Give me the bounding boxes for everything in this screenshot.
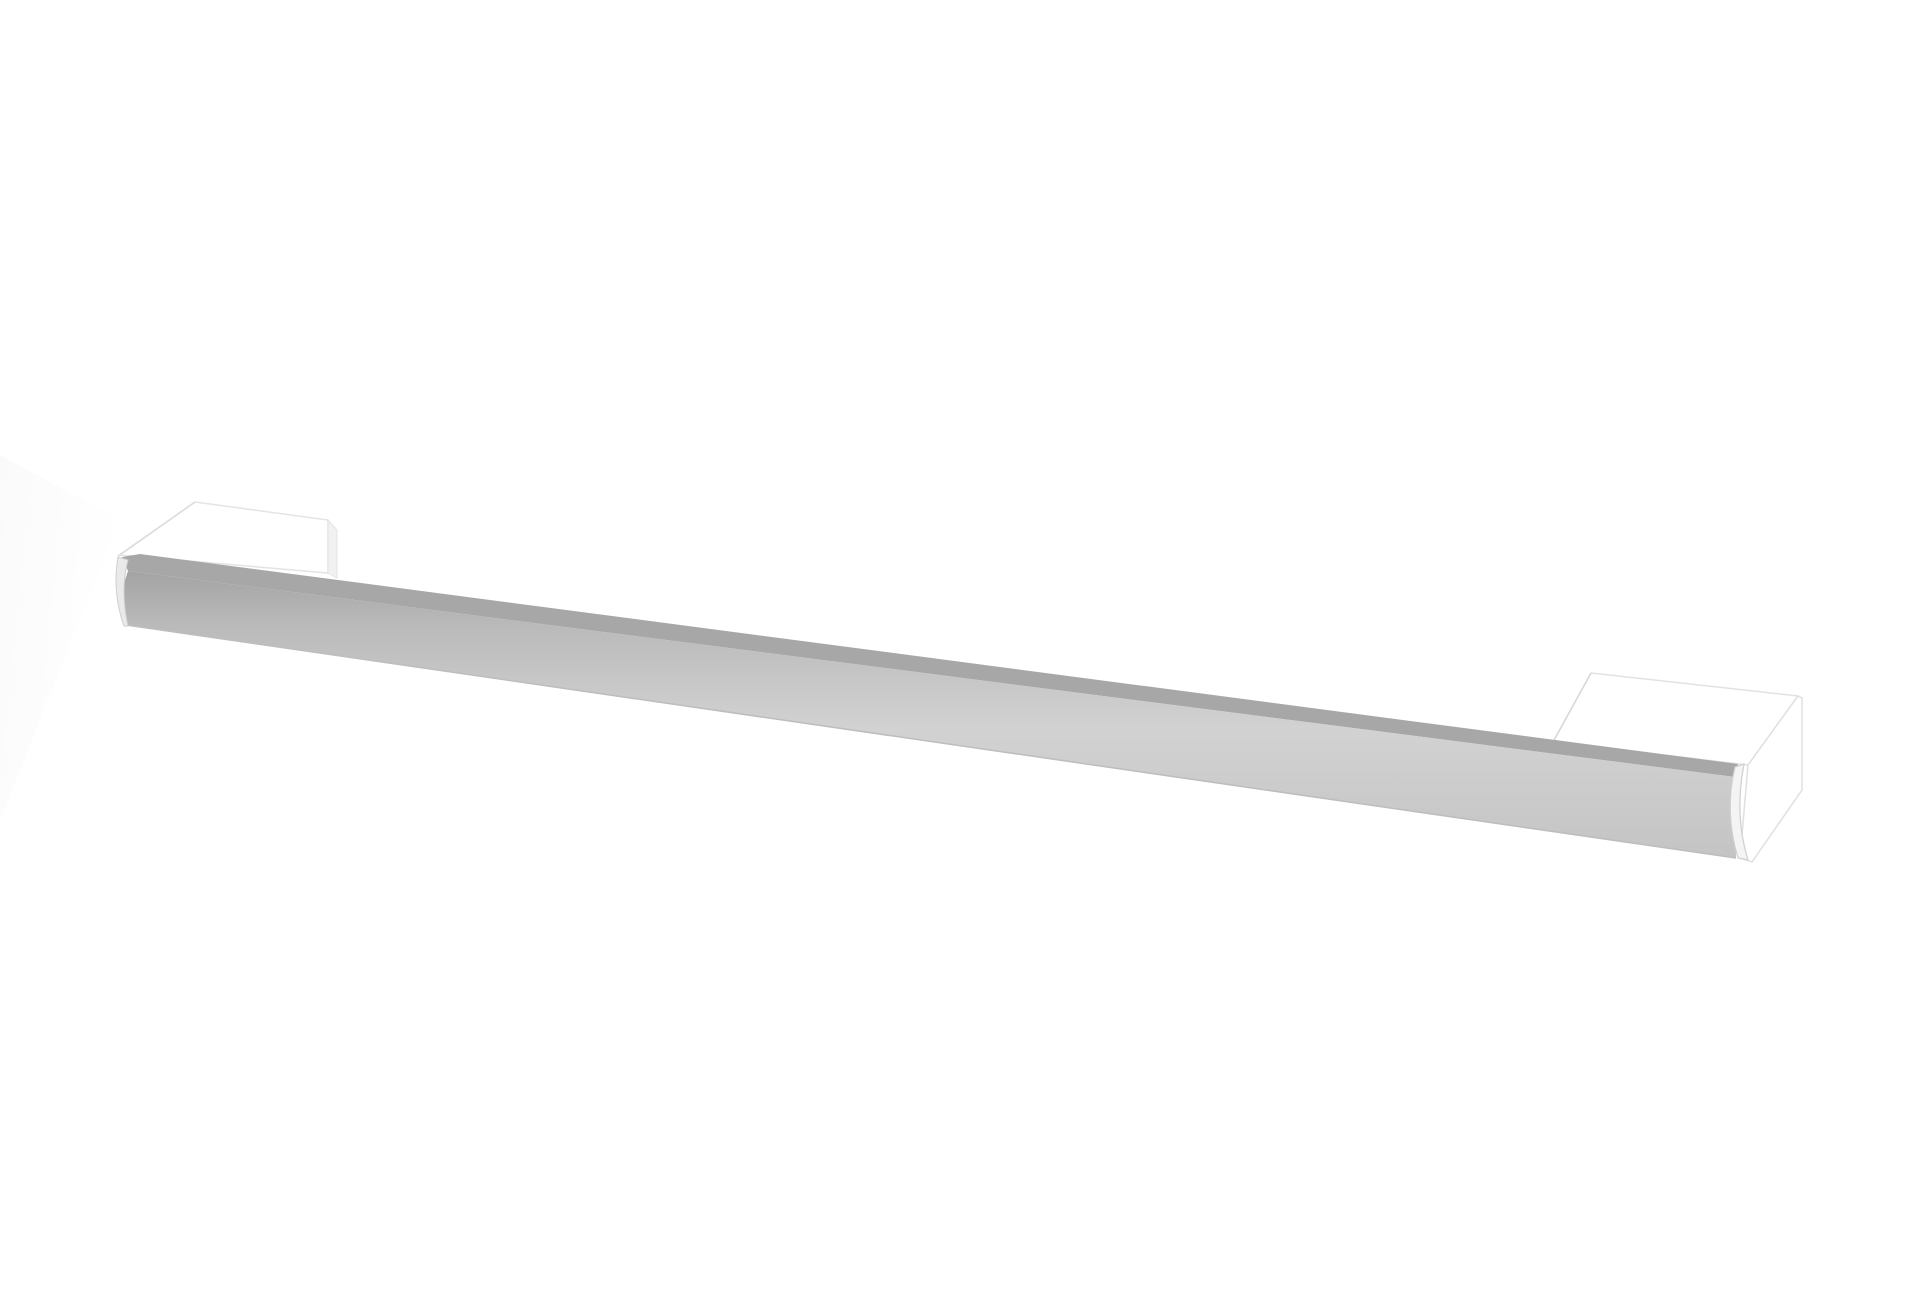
- bar: [120, 554, 1738, 859]
- ambient-shadow: [0, 455, 120, 820]
- right-bracket-edge: [1552, 672, 1592, 743]
- left-bracket-side: [327, 518, 338, 579]
- right-end-cap: [1729, 763, 1749, 861]
- left-bracket: [117, 501, 338, 579]
- right-bracket-front: [1739, 695, 1803, 863]
- left-bracket-edge: [117, 501, 196, 557]
- bar-bottom-edge: [125, 624, 1737, 859]
- bar-top-bevel: [122, 554, 1738, 777]
- right-end-cap-face: [1729, 763, 1749, 861]
- bar-face: [120, 571, 1736, 858]
- left-end-cap: [115, 556, 129, 627]
- left-end-cap-face: [115, 556, 129, 627]
- right-bracket: [1551, 672, 1803, 863]
